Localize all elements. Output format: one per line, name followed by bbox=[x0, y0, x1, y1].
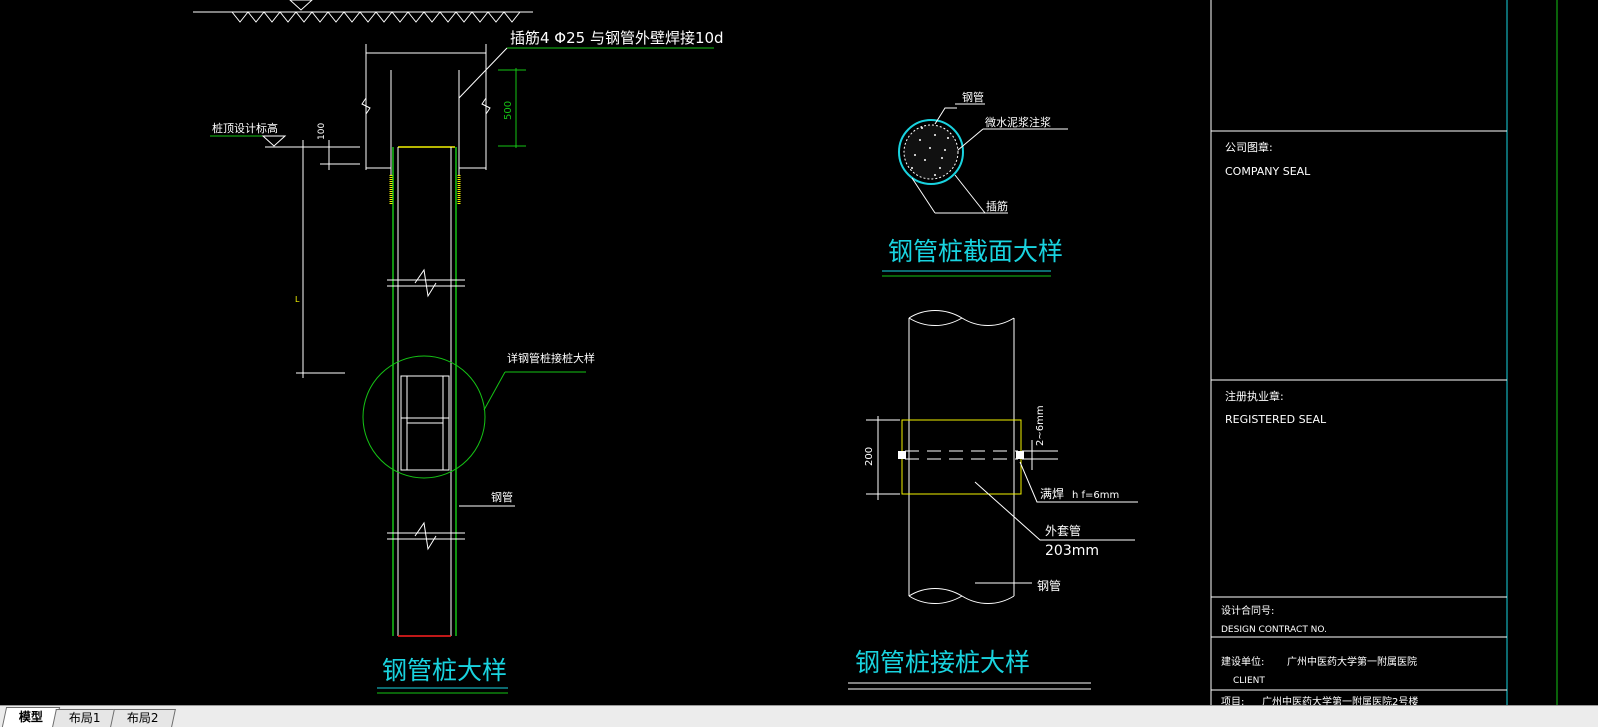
tab-layout-2[interactable]: 布局2 bbox=[109, 709, 176, 727]
dimension-500: 500 bbox=[503, 101, 514, 120]
sleeve-size: 203mm bbox=[1045, 543, 1099, 559]
weld-height: h f=6mm bbox=[1072, 490, 1119, 501]
tab-model[interactable]: 模型 bbox=[1, 707, 61, 727]
dimension-200: 200 bbox=[864, 447, 875, 466]
detail-callout: 详钢管桩接桩大样 bbox=[507, 351, 595, 365]
dimension-l: L bbox=[295, 295, 300, 304]
project-cn: 项目: bbox=[1221, 696, 1244, 705]
pipe-label: 钢管 bbox=[491, 490, 513, 504]
steel-pile-detail: 插筋4 Φ25 与钢管外壁焊接10d 500 桩顶设计标高 100 L bbox=[193, 0, 724, 694]
registered-seal-cn: 注册执业章: bbox=[1225, 389, 1284, 403]
client-value: 广州中医药大学第一附属医院 bbox=[1287, 655, 1417, 668]
tab-model-label: 模型 bbox=[18, 710, 43, 724]
client-cn: 建设单位: bbox=[1221, 655, 1264, 668]
client-en: CLIENT bbox=[1233, 676, 1265, 686]
drawing-title-section: 钢管桩截面大样 bbox=[888, 237, 1063, 266]
section-weld-label: 插筋 bbox=[986, 199, 1008, 213]
contract-cn: 设计合同号: bbox=[1221, 604, 1274, 617]
tab-layout-2-label: 布局2 bbox=[126, 711, 159, 725]
pile-splice-detail: 200 2~6mm 满焊 h f=6mm 外套管 203mm 钢管 钢管桩接桩大… bbox=[848, 310, 1138, 690]
tab-layout-1[interactable]: 布局1 bbox=[52, 709, 118, 727]
weld-label: 满焊 bbox=[1040, 486, 1064, 501]
drawing-title-pile: 钢管桩大样 bbox=[382, 656, 507, 685]
company-seal-en: COMPANY SEAL bbox=[1225, 165, 1311, 178]
cross-section-detail: 钢管 微水泥浆注浆 插筋 钢管桩截面大样 bbox=[882, 90, 1068, 277]
dimension-gap: 2~6mm bbox=[1035, 405, 1046, 446]
company-seal-cn: 公司图章: bbox=[1225, 140, 1273, 154]
tab-layout-1-label: 布局1 bbox=[68, 711, 101, 725]
registered-seal-en: REGISTERED SEAL bbox=[1225, 413, 1327, 426]
section-pipe-label: 钢管 bbox=[962, 90, 984, 104]
layout-tab-bar: 模型 布局1 布局2 bbox=[0, 705, 1598, 727]
drawing-title-splice: 钢管桩接桩大样 bbox=[855, 648, 1030, 677]
sleeve-label: 外套管 bbox=[1045, 523, 1081, 538]
contract-en: DESIGN CONTRACT NO. bbox=[1221, 625, 1327, 635]
project-value: 广州中医药大学第一附属医院2号楼 bbox=[1262, 695, 1418, 705]
splice-pipe-label: 钢管 bbox=[1037, 578, 1061, 593]
title-block: 公司图章: COMPANY SEAL 注册执业章: REGISTERED SEA… bbox=[1210, 0, 1558, 705]
pile-top-elevation-label: 桩顶设计标高 bbox=[212, 121, 278, 135]
dimension-100: 100 bbox=[317, 123, 327, 140]
rebar-annotation: 插筋4 Φ25 与钢管外壁焊接10d bbox=[510, 29, 724, 47]
drawing-canvas[interactable]: 插筋4 Φ25 与钢管外壁焊接10d 500 桩顶设计标高 100 L bbox=[0, 0, 1598, 705]
section-fill-label: 微水泥浆注浆 bbox=[985, 115, 1051, 129]
